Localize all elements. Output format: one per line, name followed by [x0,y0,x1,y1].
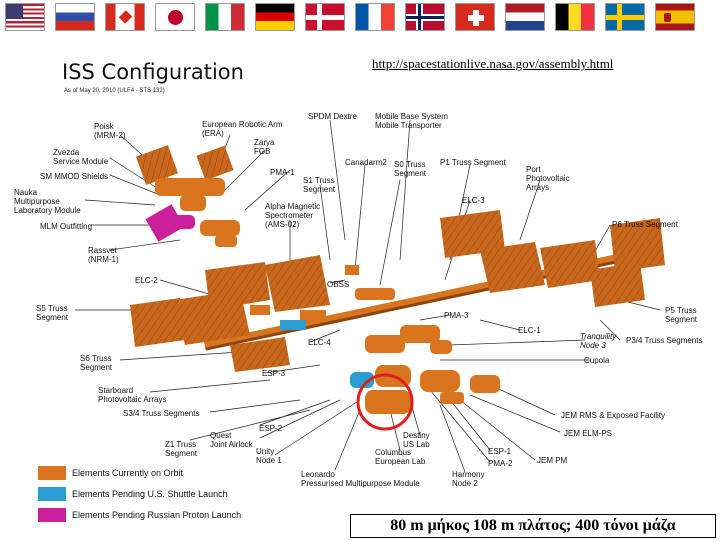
flag-bar [0,0,720,36]
diagram-title: ISS Configuration [62,60,244,84]
france-flag-icon [355,3,395,31]
label-esp2: ESP-2 [259,424,283,433]
denmark-flag-icon [305,3,345,31]
label-poisk: Poisk(MRM-2) [94,122,126,140]
switzerland-flag-icon [455,3,495,31]
diagram-subtitle: As of May 20, 2010 (ULF4 - STS 132) [64,88,165,94]
canada-flag-icon [105,3,145,31]
label-esp1: ESP-1 [488,447,512,456]
label-spdm: SPDM Dextre [308,112,357,121]
label-s34: S3/4 Truss Segments [123,409,200,418]
label-mlm: MLM Outfitting [40,222,93,231]
label-p34: P3/4 Truss Segments [626,336,703,345]
label-pma1: PMA-1 [270,168,295,177]
belgium-flag-icon [555,3,595,31]
label-jem-rms: JEM RMS & Exposed Facility [561,411,666,420]
caption-box: 80 m μήκος 108 m πλάτος; 400 τόνοι μάζα [350,514,716,538]
leader-lines [75,119,661,473]
legend-label-proton: Elements Pending Russian Proton Launch [72,510,242,520]
legend-swatch-shuttle [38,487,66,501]
label-obss: OBSS [327,280,350,289]
legend-label-orbit: Elements Currently on Orbit [72,468,184,478]
label-elc3: ELC-3 [462,196,485,205]
italy-flag-icon [205,3,245,31]
label-elc4: ELC-4 [308,338,331,347]
germany-flag-icon [255,3,295,31]
japan-flag-icon [155,3,195,31]
pressurized-modules [250,265,500,414]
spain-flag-icon [655,3,695,31]
source-url-link[interactable]: http://spacestationlive.nasa.gov/assembl… [372,56,614,71]
label-pma3: PMA-3 [444,311,469,320]
label-jem-pm: JEM PM [537,456,568,465]
legend-label-shuttle: Elements Pending U.S. Shuttle Launch [72,489,228,499]
russian-segment [135,145,240,247]
netherlands-flag-icon [505,3,545,31]
legend-swatch-proton [38,508,66,522]
sweden-flag-icon [605,3,645,31]
label-cupola: Cupola [584,356,610,365]
label-canadarm: Canadarm2 [345,158,387,167]
legend-swatch-orbit [38,466,66,480]
norway-flag-icon [405,3,445,31]
highlight-circle [356,373,414,431]
label-rassvet: Rassvet(NRM-1) [88,246,119,264]
usa-flag-icon [5,3,45,31]
solar-arrays [130,210,665,372]
russia-flag-icon [55,3,95,31]
label-era: European Robotic Arm(ERA) [202,120,283,138]
label-elc2: ELC-2 [135,276,158,285]
label-jem-elm: JEM ELM-PS [564,429,613,438]
label-sm-mmod: SM MMOD Shields [40,172,109,181]
label-pma2: PMA-2 [488,459,513,468]
label-p6: P6 Truss Segment [612,220,678,229]
label-esp3: ESP-3 [262,369,286,378]
label-elc1: ELC-1 [518,326,541,335]
label-p1: P1 Truss Segment [440,158,506,167]
